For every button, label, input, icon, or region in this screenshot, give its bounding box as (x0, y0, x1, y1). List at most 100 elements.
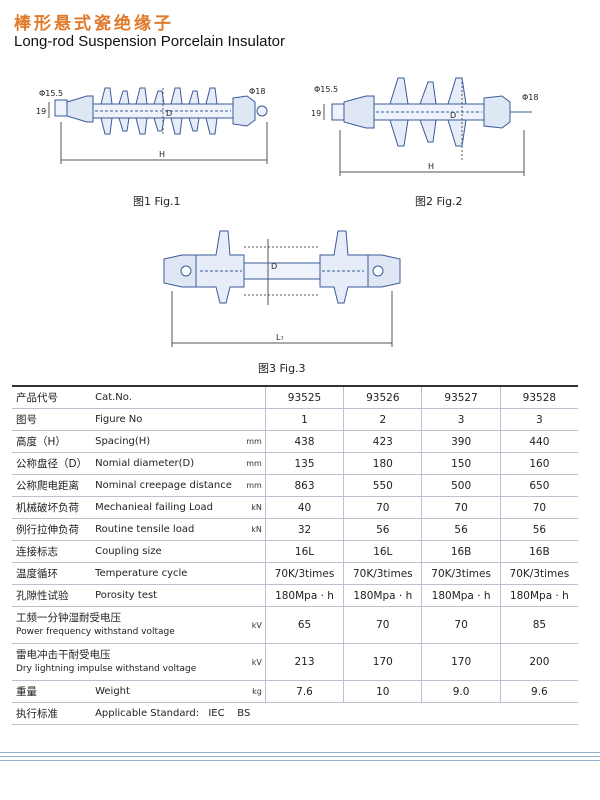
row-label-cn: 图号 (12, 408, 92, 431)
row-value: 440 (499, 430, 578, 453)
row-value: 9.6 (499, 680, 578, 703)
row-value: 3 (499, 408, 578, 431)
row-label-en: Temperature cycle (91, 562, 236, 585)
row-label-en: Routine tensile load (91, 518, 236, 541)
row-value: 2 (343, 408, 422, 431)
standard-value: IEC BS (208, 708, 251, 719)
row-label-cn: 高度（H） (12, 430, 92, 453)
row-value: 70 (343, 496, 422, 519)
fig2-dim-h: H (428, 162, 434, 171)
row-unit (235, 408, 266, 431)
figure-3-drawing: D L₇ (163, 230, 401, 347)
table-row: 公称盘径（D） Nomial diameter(D) mm 135 180 15… (12, 452, 578, 475)
figure-2-drawing: Φ15.5 Φ18 19 D H (311, 77, 538, 176)
row-unit: mm (235, 452, 266, 475)
figure-1-drawing: Φ15.5 Φ18 19 D H (36, 87, 268, 164)
table-header-row: 产品代号 Cat.No. 93525 93526 93527 93528 (12, 385, 578, 409)
header-en: Cat.No. (91, 385, 236, 409)
row-label-cn: 连接标志 (12, 540, 92, 563)
header-cat-4: 93528 (499, 385, 578, 409)
table-row: 雷电冲击干耐受电压 Dry lightning impulse withstan… (12, 643, 578, 681)
row-value: 70 (421, 496, 501, 519)
row-unit: kN (235, 518, 266, 541)
footer-rule-1 (0, 752, 600, 753)
table-row: 例行拉伸负荷 Routine tensile load kN 32 56 56 … (12, 518, 578, 541)
fig2-dim-d: D (450, 111, 456, 120)
row-value: 56 (343, 518, 422, 541)
table-row: 温度循环 Temperature cycle 70K/3times 70K/3t… (12, 562, 578, 585)
row-value: 65 (264, 606, 344, 644)
row-label-cn: 孔隙性试验 (12, 584, 92, 607)
row-value: 16B (421, 540, 501, 563)
page-title-cn: 棒形悬式瓷绝缘子 (14, 14, 174, 34)
row-value: 650 (499, 474, 578, 497)
fig2-dim-right: Φ18 (522, 93, 538, 102)
row-value: 170 (343, 643, 422, 681)
row-label-cn: 温度循环 (12, 562, 92, 585)
row-label-cn: 公称盘径（D） (12, 452, 92, 475)
spec-table: 产品代号 Cat.No. 93525 93526 93527 93528 图号 … (12, 385, 578, 725)
row-value: 550 (343, 474, 422, 497)
row-label-cn: 执行标准 (12, 702, 92, 725)
row-label-cn: 工频一分钟湿耐受电压 (16, 612, 121, 624)
fig1-dim-right: Φ18 (249, 87, 265, 96)
table-row: 重量 Weight kg 7.6 10 9.0 9.6 (12, 680, 578, 703)
footer-rule-3 (0, 760, 600, 761)
row-value: 16L (264, 540, 344, 563)
fig1-dim-h: H (159, 150, 165, 159)
standard-label: Applicable Standard: (95, 708, 200, 719)
row-value: 85 (499, 606, 578, 644)
table-row: 公称爬电距离 Nominal creepage distance mm 863 … (12, 474, 578, 497)
row-value: 70K/3times (499, 562, 578, 585)
row-value: 180Mpa · h (264, 584, 344, 607)
row-value: 70 (421, 606, 501, 644)
row-label-cn: 例行拉伸负荷 (12, 518, 92, 541)
header-cat-2: 93526 (343, 385, 422, 409)
row-value: 170 (421, 643, 501, 681)
row-value: 200 (499, 643, 578, 681)
header-cn: 产品代号 (12, 385, 92, 409)
fig2-dim-left: Φ15.5 (314, 85, 338, 94)
row-label-cn: 雷电冲击干耐受电压 (16, 649, 111, 661)
header-unit (235, 385, 266, 409)
table-row: 图号 Figure No 1 2 3 3 (12, 408, 578, 431)
fig1-dim-side: 19 (36, 107, 46, 116)
row-label-cn: 重量 (12, 680, 92, 703)
row-value: 1 (264, 408, 344, 431)
figure-3-caption: 图3 Fig.3 (258, 362, 306, 375)
fig1-dim-d: D (166, 109, 172, 118)
row-value: 9.0 (421, 680, 501, 703)
row-value: 500 (421, 474, 501, 497)
row-label-block: 雷电冲击干耐受电压 Dry lightning impulse withstan… (12, 643, 236, 681)
table-row: 机械破坏负荷 Mechanieal failing Load kN 40 70 … (12, 496, 578, 519)
row-value: 423 (343, 430, 422, 453)
row-label-en: Power frequency withstand voltage (16, 627, 175, 637)
row-label-en: Weight (91, 680, 236, 703)
header-cat-3: 93527 (421, 385, 501, 409)
row-unit: kg (235, 680, 266, 703)
row-value: 180Mpa · h (421, 584, 501, 607)
row-value: 3 (421, 408, 501, 431)
row-value: 16B (499, 540, 578, 563)
row-label-cn: 机械破坏负荷 (12, 496, 92, 519)
table-row-standard: 执行标准 Applicable Standard: IEC BS (12, 702, 578, 725)
header-cat-1: 93525 (264, 385, 344, 409)
fig3-dim-d: D (271, 262, 277, 271)
figure-1-caption: 图1 Fig.1 (133, 195, 181, 208)
row-label-cn: 公称爬电距离 (12, 474, 92, 497)
row-unit: mm (235, 430, 266, 453)
row-value: 863 (264, 474, 344, 497)
row-value: 213 (264, 643, 344, 681)
row-value: 56 (421, 518, 501, 541)
row-label-en: Coupling size (91, 540, 236, 563)
row-label-en: Mechanieal failing Load (91, 496, 236, 519)
row-value: 7.6 (264, 680, 344, 703)
row-value: 10 (343, 680, 422, 703)
row-label-en: Dry lightning impulse withstand voltage (16, 664, 197, 674)
row-unit: kV (235, 643, 266, 681)
row-unit: kV (235, 606, 266, 644)
row-label-en: Nomial diameter(D) (91, 452, 236, 475)
table-row: 工频一分钟湿耐受电压 Power frequency withstand vol… (12, 606, 578, 644)
row-label-en: Figure No (91, 408, 236, 431)
row-unit (235, 562, 266, 585)
